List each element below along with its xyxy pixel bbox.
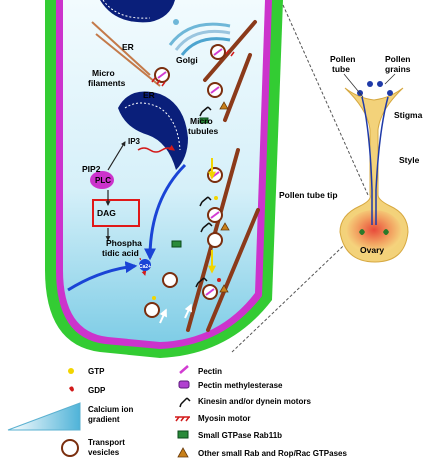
label-pollen-tube-tip: Pollen tube tip: [279, 190, 338, 200]
legend-vesicle-swatch: [62, 440, 78, 456]
label-er-mid: ER: [143, 90, 155, 100]
label-pollen-grains-1: Pollen: [385, 54, 411, 64]
legend-myosin-label: Myosin motor: [198, 414, 250, 423]
label-micro-filaments-2: filaments: [88, 78, 126, 88]
label-pollen-tube-1: Pollen: [330, 54, 356, 64]
label-micro-filaments-1: Micro: [92, 68, 115, 78]
legend-calcium-gradient-swatch: [8, 403, 80, 430]
legend-pme-swatch: [179, 381, 189, 388]
legend-gtp-swatch: [68, 368, 74, 374]
label-micro-tubules-2: tubules: [188, 126, 218, 136]
label-style: Style: [399, 155, 420, 165]
label-phosphatidic-acid-2: tidic acid: [102, 248, 139, 258]
legend-rab11b-label: Small GTPase Rab11b: [198, 431, 282, 440]
label-ip3: IP3: [128, 137, 141, 146]
label-golgi: Golgi: [176, 55, 198, 65]
label-dag: DAG: [97, 208, 116, 218]
legend-other-gtpases-swatch: [178, 448, 188, 457]
legend-gdp-swatch: [69, 386, 74, 391]
legend-kinesin-swatch: [180, 398, 190, 407]
legend-other-gtpases-label: Other small Rab and Rop/Rac GTPases: [198, 449, 347, 458]
legend-vesicles-label-1: Transport: [88, 438, 125, 447]
label-plc: PLC: [95, 176, 111, 185]
label-er-top: ER: [122, 42, 134, 52]
label-stigma: Stigma: [394, 110, 423, 120]
pollen-tube-cell: [45, 0, 283, 358]
legend-kinesin-label: Kinesin and/or dynein motors: [198, 397, 311, 406]
legend-pme-label: Pectin methylesterase: [198, 381, 283, 390]
label-pip2: PIP2: [82, 164, 101, 174]
legend-pectin-label: Pectin: [198, 367, 222, 376]
label-micro-tubules-1: Micro: [190, 116, 213, 126]
label-phosphatidic-acid-1: Phospha: [106, 238, 142, 248]
label-ovary: Ovary: [360, 245, 384, 255]
label-pollen-tube-2: tube: [332, 64, 350, 74]
legend-gdp-label: GDP: [88, 386, 106, 395]
flower-pistil: [340, 81, 408, 262]
legend-calcium-label-2: gradient: [88, 415, 120, 424]
label-pollen-grains-2: grains: [385, 64, 411, 74]
legend: GTP GDP Calcium ion gradient Transport v…: [8, 366, 347, 458]
legend-gtp-label: GTP: [88, 367, 105, 376]
legend-pectin-swatch: [180, 366, 188, 373]
label-calcium: Ca2+: [139, 264, 151, 270]
legend-vesicles-label-2: vesicles: [88, 448, 120, 457]
legend-rab11b-swatch: [178, 431, 188, 438]
legend-calcium-label-1: Calcium ion: [88, 405, 133, 414]
